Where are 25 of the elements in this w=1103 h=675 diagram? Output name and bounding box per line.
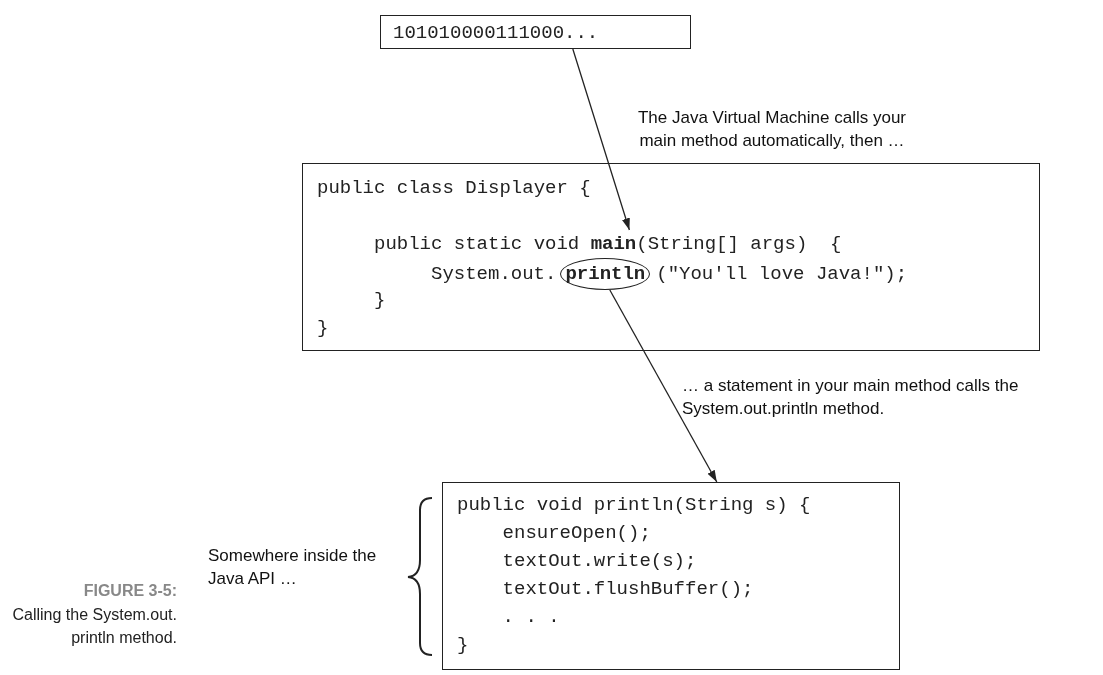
code-text: textOut.flushBuffer(); <box>502 578 754 600</box>
edge-label: The Java Virtual Machine calls your main method automatically, then … <box>636 107 907 152</box>
code-text: public static void <box>374 233 580 255</box>
annotation-text: Somewhere inside the Java API … <box>208 545 378 590</box>
code-box <box>442 482 900 670</box>
code-text: ensureOpen(); <box>502 522 651 544</box>
arrow <box>609 289 718 483</box>
code-text: } <box>374 289 386 311</box>
code-box <box>380 15 691 49</box>
code-text: System.out. <box>431 263 557 285</box>
code-box <box>302 163 1040 351</box>
code-text: } <box>317 317 329 339</box>
edge-label: … a statement in your main method calls the System.out.println method. <box>682 375 1020 420</box>
method-name: main <box>590 230 637 258</box>
code-text: 101010000111000... <box>393 22 599 44</box>
code-text: } <box>457 634 469 656</box>
code-text: ("You'll love Java!"); <box>656 263 908 285</box>
code-text: . . . <box>502 606 560 628</box>
figure-number: FIGURE 3-5: <box>83 582 177 600</box>
figure-caption: Calling the System.out. println method. <box>12 605 177 648</box>
code-text: textOut.write(s); <box>502 550 697 572</box>
arrow <box>572 48 631 231</box>
code-text: (String[] args) { <box>636 233 842 255</box>
code-text: public void println(String s) { <box>457 494 811 516</box>
code-text: public class Displayer { <box>317 177 591 199</box>
